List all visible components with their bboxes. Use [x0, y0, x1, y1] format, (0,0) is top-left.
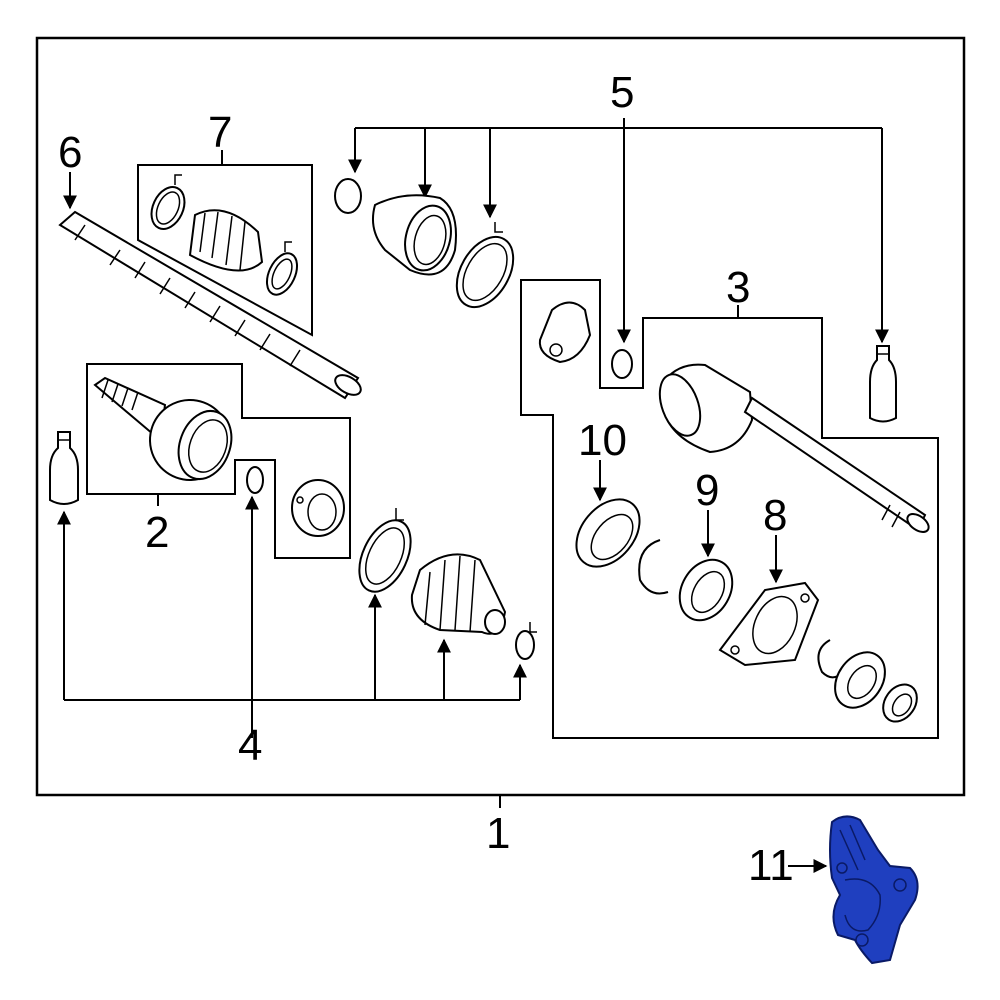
grease-tube-left	[49, 431, 79, 505]
callout-4-leaders: 4	[57, 495, 527, 770]
outer-joint-group: 2	[86, 363, 351, 559]
callout-11[interactable]: 11	[748, 841, 794, 890]
grease-tube-right	[869, 345, 897, 423]
callout-6[interactable]: 6	[58, 128, 82, 177]
callout-8[interactable]: 8	[763, 491, 787, 540]
callout-4[interactable]: 4	[238, 721, 262, 770]
boot-kit-group: 7	[137, 108, 313, 337]
inner-joint-group: 3	[520, 263, 939, 739]
shaft-part: 6	[58, 128, 362, 400]
outer-boot-upper	[334, 178, 515, 309]
callout-3[interactable]: 3	[726, 263, 750, 312]
bearing-seal-set: 10 9 8	[575, 416, 918, 723]
bracket-part-11[interactable]: 11	[748, 815, 919, 965]
callout-2[interactable]: 2	[145, 508, 169, 557]
callout-5[interactable]: 5	[610, 68, 634, 117]
callout-5-leaders: 5	[348, 68, 889, 344]
callout-1[interactable]: 1	[486, 809, 510, 858]
callout-7[interactable]: 7	[208, 108, 232, 157]
callout-10[interactable]: 10	[578, 416, 627, 465]
callout-9[interactable]: 9	[695, 466, 719, 515]
inner-boot-lower	[358, 508, 537, 660]
